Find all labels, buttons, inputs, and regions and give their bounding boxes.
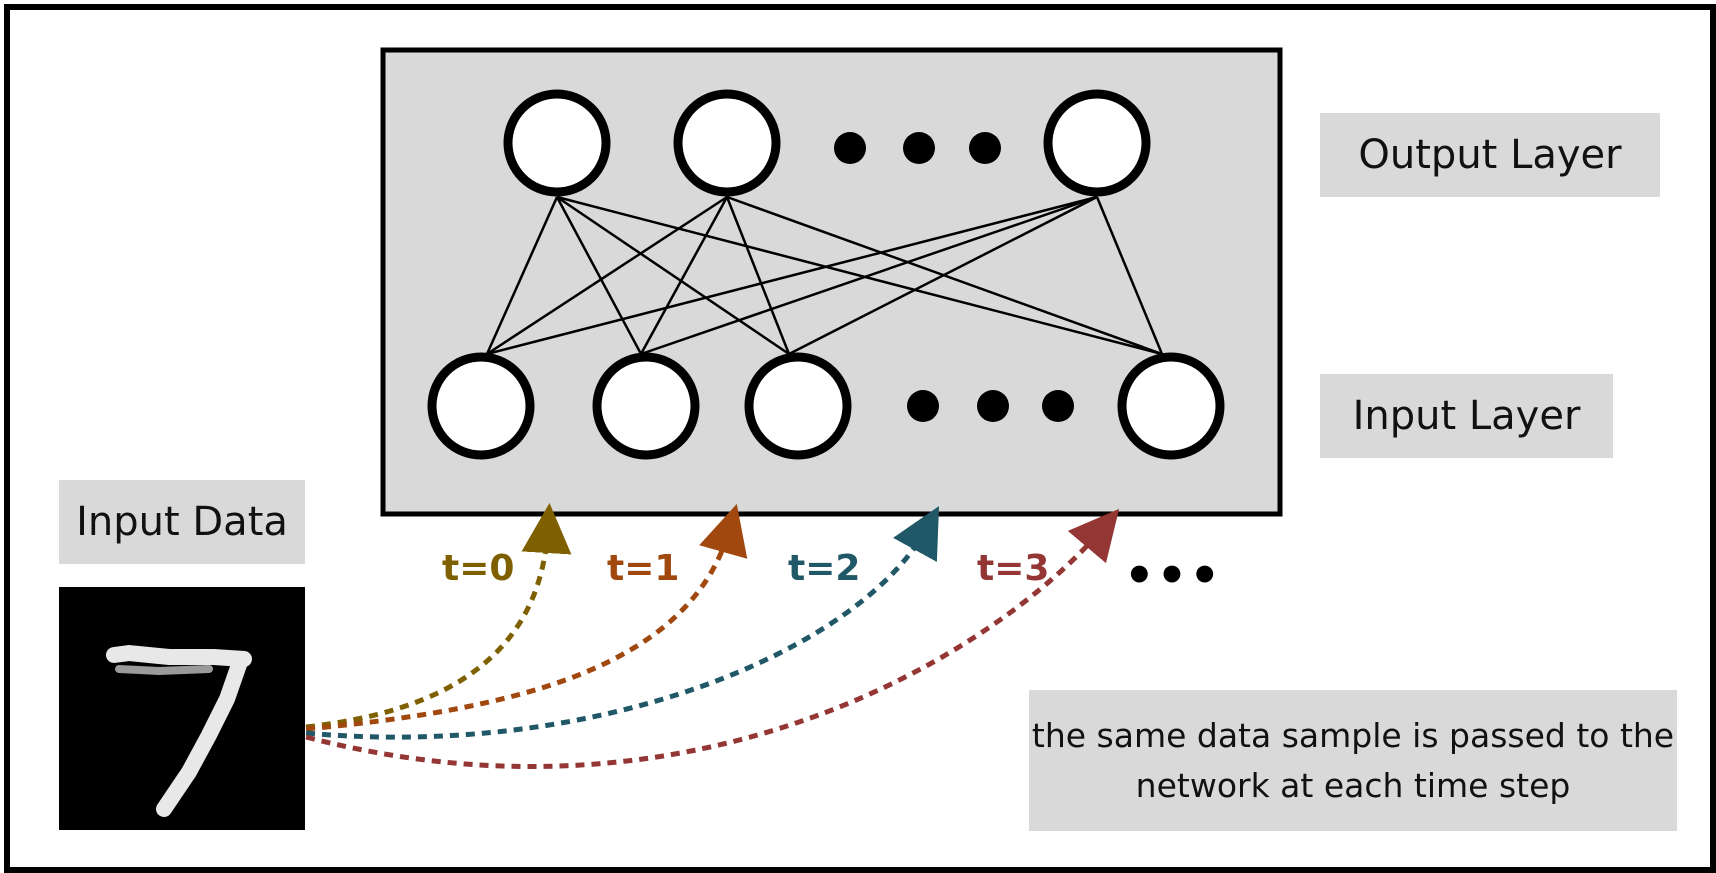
output-neuron bbox=[673, 89, 781, 197]
time-label-t3: t=3 bbox=[977, 548, 1050, 589]
arrow-t0 bbox=[305, 503, 572, 730]
caption-line-1: the same data sample is passed to the bbox=[1031, 715, 1675, 755]
figure-frame bbox=[4, 4, 1716, 873]
output-neuron bbox=[503, 89, 611, 197]
input-neuron bbox=[1117, 352, 1225, 460]
output-ellipsis-dot bbox=[903, 132, 935, 164]
output-ellipsis-dot bbox=[834, 132, 866, 164]
output-layer-label: Output Layer bbox=[1320, 113, 1660, 197]
time-label-t0: t=0 bbox=[442, 548, 515, 589]
time-label-t2: t=2 bbox=[788, 548, 861, 589]
arrow-t3 bbox=[305, 508, 1120, 769]
more-time-steps-ellipsis: ••• bbox=[1124, 548, 1223, 604]
output-neuron bbox=[1043, 89, 1151, 197]
input-layer-label: Input Layer bbox=[1320, 374, 1613, 458]
connections bbox=[485, 195, 1164, 356]
input-ellipsis-dot bbox=[907, 390, 939, 422]
input-ellipsis-dot bbox=[1042, 390, 1074, 422]
input-neuron bbox=[427, 352, 535, 460]
time-step-arrows bbox=[305, 503, 1120, 769]
input-data-label: Input Data bbox=[59, 480, 305, 564]
input-neuron bbox=[744, 352, 852, 460]
arrow-t2 bbox=[305, 506, 940, 740]
input-ellipsis-dot bbox=[977, 390, 1009, 422]
output-ellipsis-dot bbox=[969, 132, 1001, 164]
caption-line-2: network at each time step bbox=[1135, 765, 1571, 805]
time-label-t1: t=1 bbox=[607, 548, 680, 589]
input-digit-image bbox=[59, 587, 305, 830]
input-neuron bbox=[592, 352, 700, 460]
arrow-t1 bbox=[305, 503, 748, 732]
digit-seven-image bbox=[106, 644, 252, 817]
caption-note: the same data sample is passed to the ne… bbox=[1029, 690, 1677, 831]
